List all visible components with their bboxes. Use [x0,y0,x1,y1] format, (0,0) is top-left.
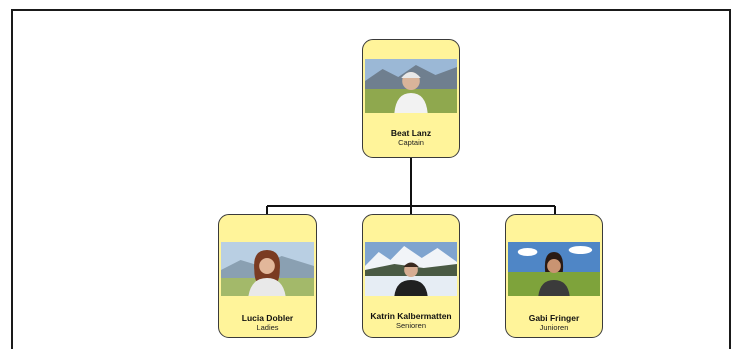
node-role: Junioren [539,323,569,332]
node-name: Lucia Dobler [241,313,294,323]
node-name: Beat Lanz [390,128,432,138]
org-node-child-1[interactable]: Lucia Dobler Ladies [218,214,317,338]
person-photo-icon [365,59,457,113]
node-name: Katrin Kalbermatten [370,311,452,321]
org-node-root[interactable]: Beat Lanz Captain [362,39,460,158]
org-connectors [266,158,556,214]
node-role: Captain [398,138,424,147]
node-name: Gabi Fringer [528,313,580,323]
org-node-child-3[interactable]: Gabi Fringer Junioren [505,214,603,338]
node-role: Senioren [395,321,427,330]
person-photo-icon [221,242,314,296]
node-role: Ladies [256,323,279,332]
org-node-child-2[interactable]: Katrin Kalbermatten Senioren [362,214,460,338]
person-photo-icon [508,242,600,296]
person-photo-icon [365,242,457,296]
